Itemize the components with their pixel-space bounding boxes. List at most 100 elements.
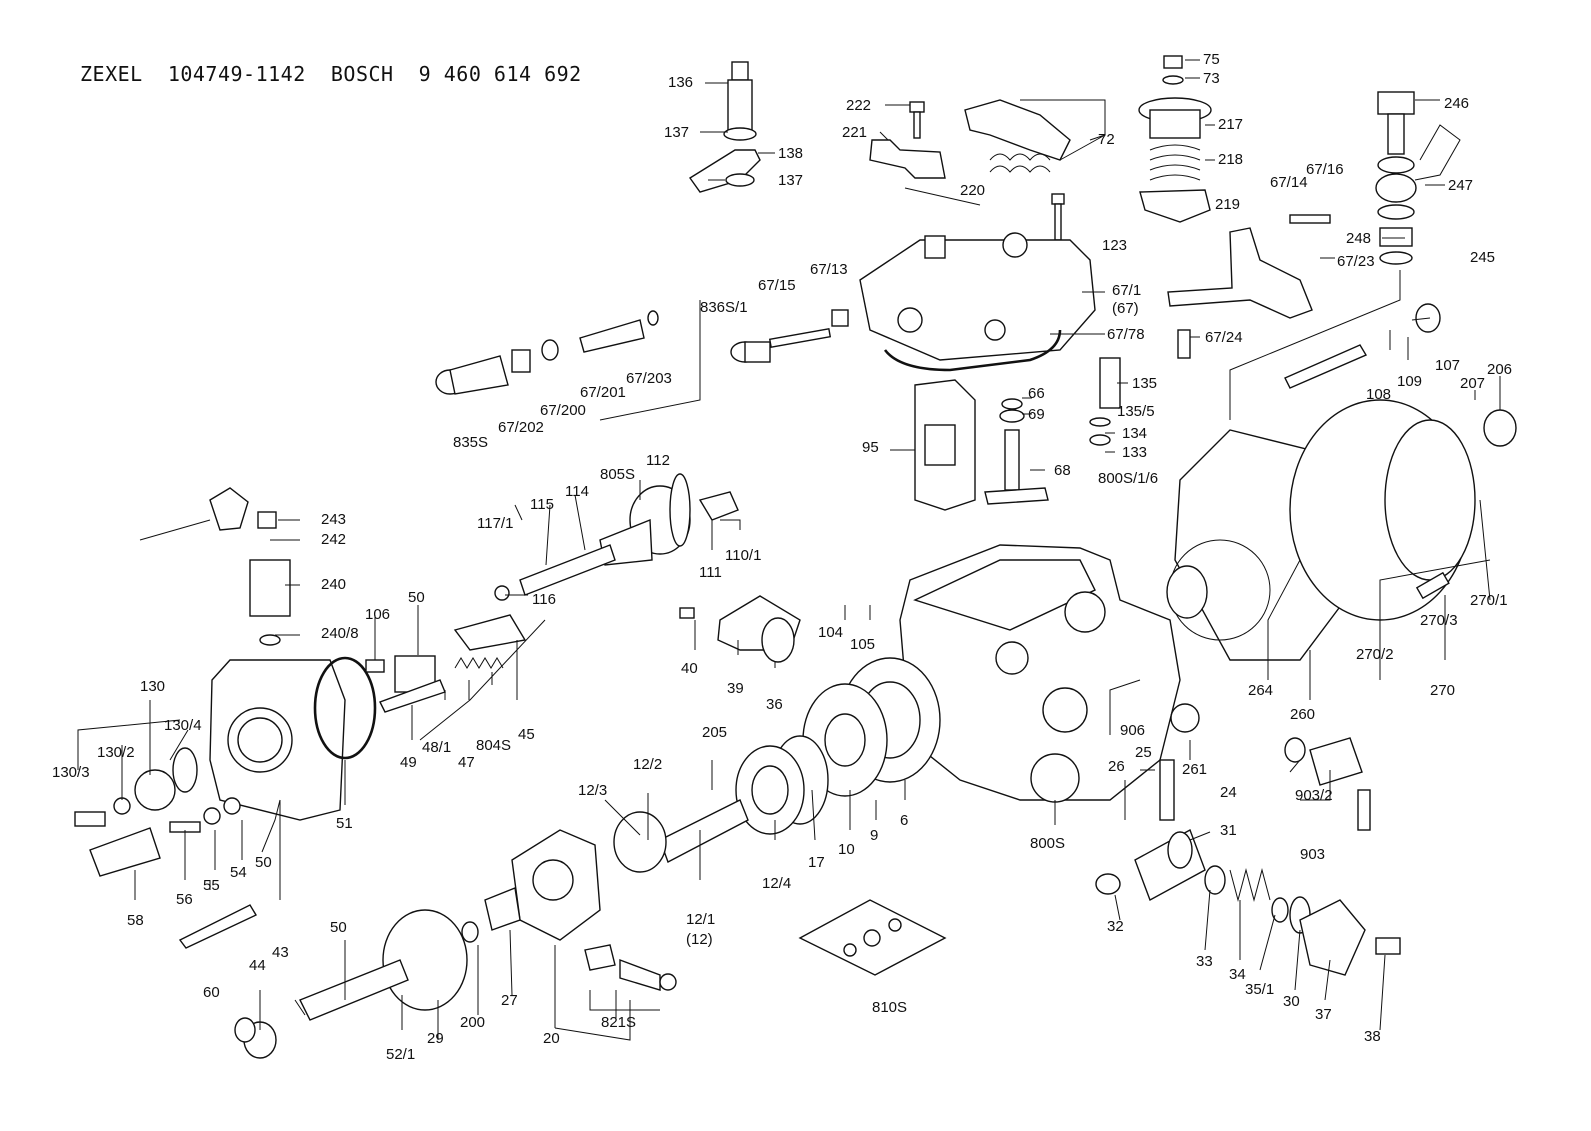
callout-20: 20: [543, 1030, 560, 1047]
callout-67-200: 67/200: [540, 402, 586, 419]
callout-54: 54: [230, 864, 247, 881]
callout-27: 27: [501, 992, 518, 1009]
hollow-bolt-part-246: [1375, 91, 1461, 265]
callout-130: 130: [140, 678, 166, 695]
callout-12-4: 12/4: [762, 875, 792, 892]
callout-246: 246: [1444, 95, 1470, 112]
callout-138: 138: [778, 145, 804, 162]
callout-106: 106: [365, 606, 391, 623]
callout-30: 30: [1283, 993, 1300, 1010]
adjust-screw-part-67-15: [730, 309, 849, 363]
callout-69: 69: [1028, 406, 1045, 423]
delivery-valve-parts: [74, 747, 241, 877]
callout-217: 217: [1218, 116, 1244, 133]
callout-903: 903: [1300, 846, 1326, 863]
callout-222: 222: [846, 97, 872, 114]
callout-105: 105: [850, 636, 876, 653]
hydraulic-head-part: [209, 656, 377, 821]
drive-shaft-part-12: [178, 799, 749, 1059]
callout-135: 135: [1132, 375, 1158, 392]
callout-67-24: 67/24: [1205, 329, 1243, 346]
stop-screw-assembly-835s: [435, 310, 659, 395]
callout-25: 25: [1135, 744, 1152, 761]
callout-130-4: 130/4: [164, 717, 202, 734]
callout-36: 36: [766, 696, 783, 713]
callout-39: 39: [727, 680, 744, 697]
callout-243: 243: [321, 511, 347, 528]
callout-67-13: 67/13: [810, 261, 848, 278]
callout-270-3: 270/3: [1420, 612, 1458, 629]
callout-29: 29: [427, 1030, 444, 1047]
callout-109: 109: [1397, 373, 1423, 390]
callout-270-2: 270/2: [1356, 646, 1394, 663]
callout-133: 133: [1122, 444, 1148, 461]
callout-137: 137: [664, 124, 690, 141]
header-maker-bosch: BOSCH: [330, 62, 394, 86]
callout-52-1: 52/1: [386, 1046, 416, 1063]
callout-67: (67): [1112, 300, 1139, 317]
leader-lines: [77, 59, 1501, 1041]
callout-33: 33: [1196, 953, 1213, 970]
callout-906: 906: [1120, 722, 1146, 739]
plunger-spring-parts: [365, 614, 527, 713]
solenoid-part-240: [139, 487, 291, 646]
callout-43: 43: [272, 944, 289, 961]
callout-247: 247: [1448, 177, 1474, 194]
gasket-kit-part-810s: [798, 899, 947, 976]
sensor-part-903: [1284, 737, 1371, 831]
callout-26: 26: [1108, 758, 1125, 775]
callout-205: 205: [702, 724, 728, 741]
callout-134: 134: [1122, 425, 1148, 442]
callout-810s: 810S: [872, 999, 908, 1016]
bolt-part-123: [1051, 193, 1065, 205]
callout-104: 104: [818, 624, 844, 641]
callout-264: 264: [1248, 682, 1274, 699]
callout-836s-1: 836S/1: [700, 299, 748, 316]
diagram-header: ZEXEL 104749-1142 BOSCH 9 460 614 692: [80, 62, 582, 86]
callout-821s: 821S: [601, 1014, 637, 1031]
callout-110-1: 110/1: [725, 547, 762, 564]
callout-24: 24: [1220, 784, 1237, 801]
callout-95: 95: [862, 439, 879, 456]
callout-45: 45: [518, 726, 535, 743]
callout-200: 200: [460, 1014, 486, 1031]
callout-136: 136: [668, 74, 694, 91]
callout-245: 245: [1470, 249, 1496, 266]
callout-17: 17: [808, 854, 825, 871]
callout-67-201: 67/201: [580, 384, 626, 401]
callout-804s: 804S: [476, 737, 512, 754]
callout-12-2: 12/2: [633, 756, 663, 773]
callout-260: 260: [1290, 706, 1316, 723]
callout-67-14: 67/14: [1270, 174, 1308, 191]
callout-219: 219: [1215, 196, 1241, 213]
callout-48-1: 48/1: [422, 739, 452, 756]
callout-112: 112: [646, 452, 670, 469]
sensor-block-part-95: [914, 379, 976, 511]
callout-12-3: 12/3: [578, 782, 608, 799]
lever-part-72: [964, 99, 1071, 173]
callout-240-8: 240/8: [321, 625, 359, 642]
callout-73: 73: [1203, 70, 1220, 87]
callout-218: 218: [1218, 151, 1244, 168]
callout-68: 68: [1054, 462, 1071, 479]
callout-117-1: 117/1: [477, 515, 514, 532]
callout-135-5: 135/5: [1117, 403, 1155, 420]
callout-75: 75: [1203, 51, 1220, 68]
callout-49: 49: [400, 754, 417, 771]
callout-67-23: 67/23: [1337, 253, 1375, 270]
callout-114: 114: [565, 483, 589, 500]
callout-51: 51: [336, 815, 353, 832]
callout-67-16: 67/16: [1306, 161, 1344, 178]
callout-67-203: 67/203: [626, 370, 672, 387]
callout-67-15: 67/15: [758, 277, 796, 294]
callout-37: 37: [1315, 1006, 1332, 1023]
callout-107: 107: [1435, 357, 1461, 374]
timer-assembly-parts: [1095, 703, 1401, 976]
callout-207: 207: [1460, 375, 1486, 392]
callout-44: 44: [249, 957, 266, 974]
callout-903-2: 903/2: [1295, 787, 1333, 804]
callout-137b: 137: [778, 172, 804, 189]
callout-67-78: 67/78: [1107, 326, 1145, 343]
callout-221: 221: [842, 124, 868, 141]
